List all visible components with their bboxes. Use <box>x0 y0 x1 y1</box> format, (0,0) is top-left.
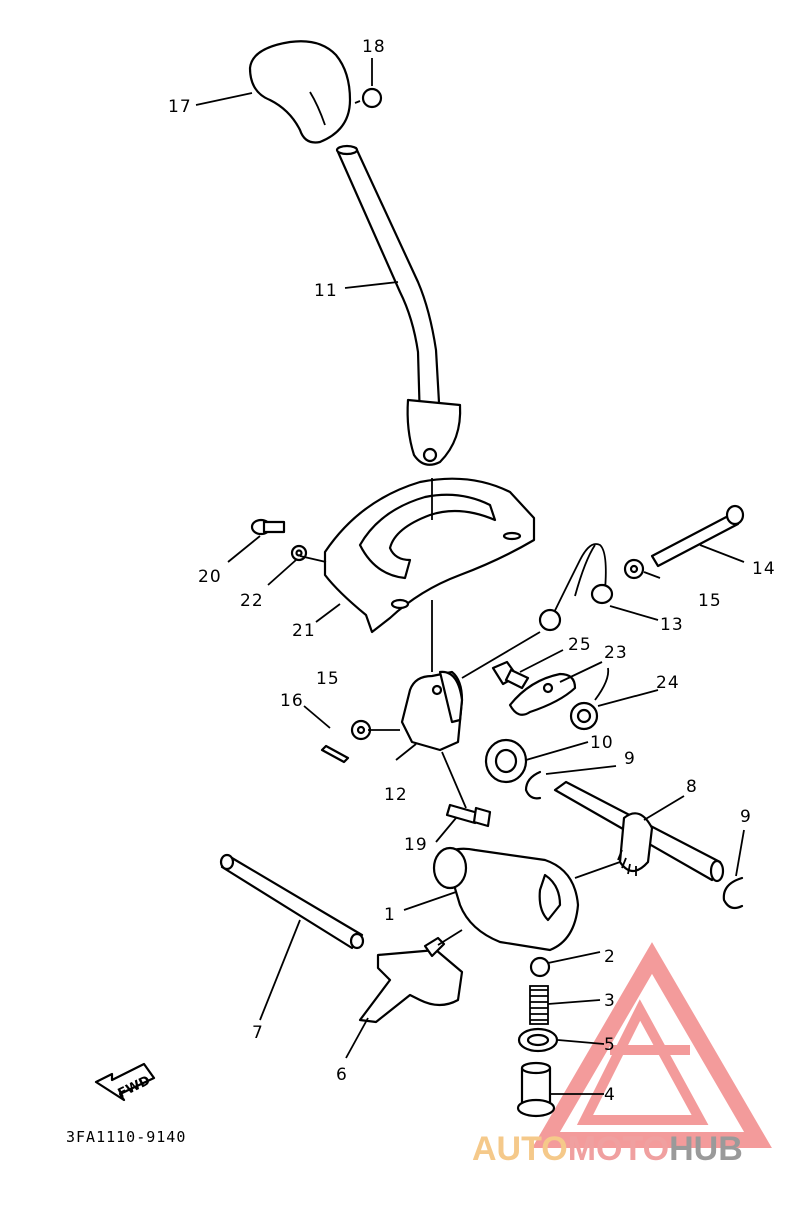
callout-16: 16 <box>280 691 304 711</box>
callout-11: 11 <box>314 281 338 301</box>
callout-2: 2 <box>604 947 616 967</box>
part-19-bolt <box>445 803 492 828</box>
leader-lines <box>195 58 745 1095</box>
watermark-hub: HUB <box>669 1130 743 1168</box>
callout-13: 13 <box>660 615 684 635</box>
part-6-shift-fork <box>358 936 464 1024</box>
callout-9-lower: 9 <box>740 807 752 827</box>
callout-15-right: 15 <box>698 591 722 611</box>
part-3-spring <box>529 985 549 1025</box>
part-9-circlip-lower <box>722 876 744 910</box>
fwd-arrow-icon <box>94 1062 156 1102</box>
part-25-bolt <box>491 660 530 690</box>
callout-labels: 17 18 11 20 22 21 14 15 13 25 23 24 15 1… <box>168 37 776 1105</box>
callout-10: 10 <box>590 733 614 753</box>
callout-18: 18 <box>362 37 386 57</box>
watermark-auto: AUTO <box>472 1130 568 1168</box>
callout-1: 1 <box>384 905 396 925</box>
part-13-spring <box>538 543 614 632</box>
callout-9-upper: 9 <box>624 749 636 769</box>
part-14-long-pin <box>650 504 745 568</box>
callout-20: 20 <box>198 567 222 587</box>
callout-25: 25 <box>568 635 592 655</box>
part-21-gate-plate <box>323 477 536 634</box>
part-5-gasket <box>517 1027 559 1053</box>
callout-21: 21 <box>292 621 316 641</box>
part-23-stopper <box>508 672 577 716</box>
part-1-shift-drum <box>432 846 580 952</box>
callout-3: 3 <box>604 991 616 1011</box>
part-9-circlip-upper <box>524 770 542 800</box>
part-20-bolt <box>250 518 286 536</box>
callout-5: 5 <box>604 1035 616 1055</box>
part-8-shift-shaft <box>553 780 725 883</box>
callout-4: 4 <box>604 1085 616 1105</box>
svg-text:AUTOMOTOHUB: AUTOMOTOHUB <box>472 1130 743 1168</box>
part-10-oil-seal <box>484 738 528 784</box>
callout-12: 12 <box>384 785 408 805</box>
watermark-text: AUTOMOTOHUB <box>472 1130 743 1168</box>
part-2-ball <box>529 956 551 978</box>
callout-23: 23 <box>604 643 628 663</box>
callout-7: 7 <box>252 1023 264 1043</box>
callout-19: 19 <box>404 835 428 855</box>
part-7-fork-rod <box>219 853 365 950</box>
callout-17: 17 <box>168 97 192 117</box>
part-11-shift-lever <box>335 144 462 466</box>
callout-22: 22 <box>240 591 264 611</box>
part-4-plug <box>516 1061 556 1118</box>
part-24-spring <box>569 667 610 731</box>
callout-8: 8 <box>686 777 698 797</box>
callout-24: 24 <box>656 673 680 693</box>
part-12-bracket <box>400 670 464 752</box>
part-16-cotter-pin <box>320 744 350 764</box>
part-15-washer-left <box>350 719 372 741</box>
callout-14: 14 <box>752 559 776 579</box>
part-18-pin <box>354 87 383 109</box>
callout-6: 6 <box>336 1065 348 1085</box>
watermark-logo-icon <box>532 942 772 1148</box>
part-17-knob <box>248 40 352 144</box>
watermark-moto: MOTO <box>568 1130 669 1168</box>
part-15-washer-right <box>623 558 645 580</box>
callout-15-left: 15 <box>316 669 340 689</box>
part-22-washer <box>290 544 308 562</box>
diagram-code: 3FA1110-9140 <box>66 1128 186 1146</box>
